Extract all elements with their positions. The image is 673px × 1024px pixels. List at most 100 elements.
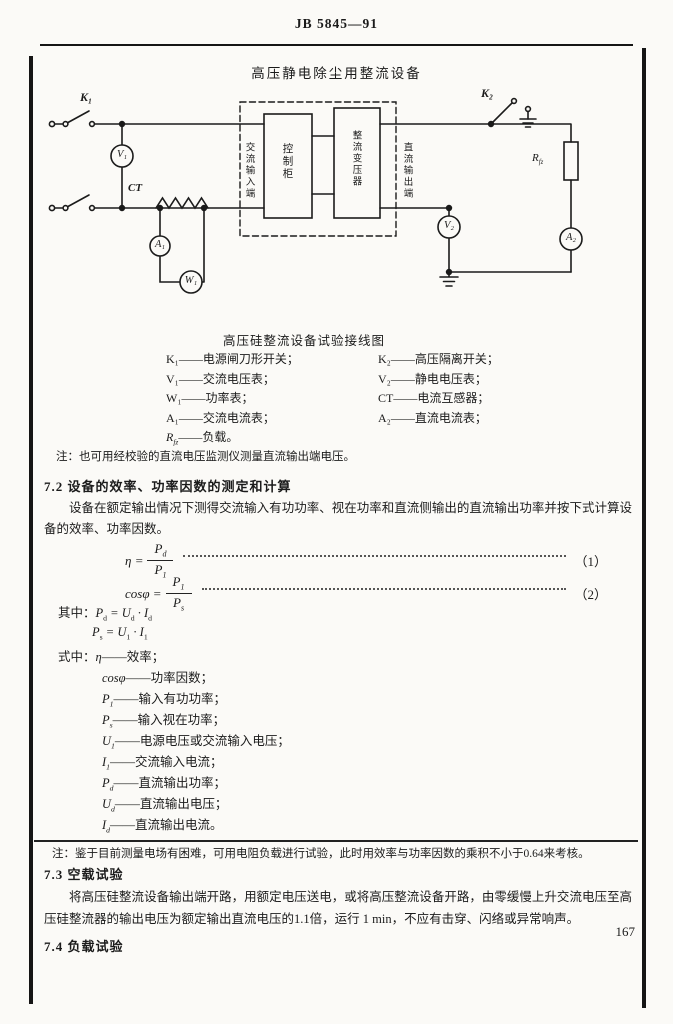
symbol-desc: ——功率因数； <box>125 671 214 685</box>
den-sub: s <box>180 603 185 613</box>
circuit-diagram-drawing <box>48 97 583 294</box>
section-7-2-body: 设备在额定输出情况下测得交流输入有功功率、视在功率和直流侧输出的直流输出功率并按… <box>44 501 632 536</box>
section-7-2-heading: 7.2 设备的效率、功率因数的测定和计算 <box>44 479 292 494</box>
definition-row: 式中：η——效率； <box>58 646 290 667</box>
dc-output-terminal-label: 直流输出端 <box>401 142 412 200</box>
formula-1-fraction: Pd P1 <box>147 541 174 580</box>
header-rule <box>40 44 633 46</box>
load-resistor-sub: fz <box>538 159 544 167</box>
standard-number: JB 5845—91 <box>294 16 379 31</box>
sym-sub: s <box>99 632 103 642</box>
formula-1: η = Pd P1 （1） <box>125 541 607 580</box>
diagram-legend: K₁——电源闸刀形开关； K₂——高压隔离开关； V₁——交流电压表；V₂——静电… <box>166 350 499 448</box>
symbol-base: I <box>102 755 107 769</box>
ammeter-a1-symbol <box>149 207 181 283</box>
formula-2-number: （2） <box>574 587 607 602</box>
k1-label: K₁ <box>80 90 93 104</box>
symbol: η <box>96 650 102 664</box>
load-resistor-label: Rfz <box>532 152 543 166</box>
formula-2-numerator: P1 <box>165 574 192 594</box>
definition-row: P1——输入有功功率； <box>102 688 290 709</box>
formula-1-number: （1） <box>574 554 607 569</box>
formula-1-numerator: Pd <box>147 541 174 561</box>
a1-meter-label: A₁ <box>154 239 166 250</box>
formula-block: η = Pd P1 （1） cosφ = P1 Ps （2） <box>125 541 607 613</box>
sym: = U <box>107 606 131 620</box>
symbol-definition-list: 式中：η——效率； cosφ——功率因数； P1——输入有功功率； Ps——输入… <box>58 646 290 835</box>
num-base: P <box>172 574 181 590</box>
sym: P <box>95 606 104 620</box>
definition-row: Ud——直流输出电压； <box>102 793 290 814</box>
formula-2: cosφ = P1 Ps （2） <box>125 574 607 613</box>
wattmeter-w1-symbol <box>179 207 205 294</box>
symbol-base: P <box>102 713 110 727</box>
where-prefix: 其中： <box>58 606 96 620</box>
isolator-k2-symbol <box>490 97 537 128</box>
sym-sub: 1 <box>143 632 148 642</box>
symbol-desc: ——效率； <box>101 650 165 664</box>
legend-entry: A₁——交流电流表； <box>166 410 275 425</box>
symbol: Ud <box>102 797 115 814</box>
symbol-desc: ——交流输入电流； <box>110 755 223 769</box>
definition-row: Ps——输入视在功率； <box>102 709 290 730</box>
legend-row: A₁——交流电流表； A₂——直流电流表； <box>166 409 499 429</box>
symbol-sub: d <box>109 783 114 793</box>
circuit-diagram: K₁ V₁ CT A₁ W₁ 交流输入端 控制柜 整流变压器 直流输出端 K₂ … <box>44 86 630 334</box>
load-resistor-symbol <box>563 141 579 181</box>
legend-entry: K₂——高压隔离开关； <box>378 352 499 366</box>
formula-2-denominator: Ps <box>166 594 192 613</box>
definition-row: Id——直流输出电流。 <box>102 814 290 835</box>
symbol-desc: ——输入视在功率； <box>112 713 226 727</box>
den-sub: 1 <box>162 570 167 580</box>
legend-entry: K₁——电源闸刀形开关； <box>166 352 299 366</box>
den-base: P <box>154 562 163 577</box>
num-sub: d <box>162 550 167 559</box>
symbol-desc: ——输入有功功率； <box>113 692 227 706</box>
symbol: I1 <box>102 755 110 772</box>
legend-row-load: Rfz——负载。 <box>166 428 499 448</box>
load-resistor-base: R <box>532 152 539 164</box>
legend-load-desc: ——负载。 <box>178 430 239 444</box>
ground-symbol <box>439 268 572 287</box>
ac-input-terminal-label: 交流输入端 <box>243 142 254 200</box>
left-page-border <box>29 56 33 1004</box>
dot-leader <box>201 587 567 590</box>
transformer-box <box>311 107 381 219</box>
section-7-3-body: 将高压硅整流设备输出端开路，用额定电压送电，或将高压整流设备开路，由零缓慢上升交… <box>44 890 632 926</box>
sym-sub: d <box>148 613 153 623</box>
num-sub: 1 <box>180 583 185 592</box>
k2-label: K₂ <box>481 86 494 100</box>
symbol-desc: ——直流输出电压； <box>114 797 228 811</box>
legend-row: V₁——交流电压表；V₂——静电电压表； <box>166 370 499 390</box>
section-7-4-heading: 7.4 负载试验 <box>44 939 124 954</box>
ct-label: CT <box>128 182 143 194</box>
page-number: 167 <box>615 924 636 939</box>
legend-entry: V₂——静电电压表； <box>378 371 487 386</box>
den-base: P <box>172 595 181 610</box>
sym: · I <box>130 625 144 639</box>
sym-sub: d <box>103 613 108 623</box>
symbol-base: U <box>102 734 112 748</box>
where-line-2: Ps = U1 · I1 <box>92 625 152 648</box>
symbol-base: cosφ <box>102 671 126 685</box>
legend-entry: CT——电流互感器； <box>378 391 490 405</box>
definition-row: Pd——直流输出功率； <box>102 772 290 793</box>
legend-entry: A₂——直流电流表； <box>378 410 487 425</box>
symbol-desc: ——电源电压或交流输入电压； <box>114 734 290 748</box>
definition-row: U1——电源电压或交流输入电压； <box>102 730 290 751</box>
symbol-sub: 1 <box>109 699 114 709</box>
definition-prefix: 式中： <box>58 650 96 664</box>
sym-sub: d <box>130 613 135 623</box>
symbol: cosφ <box>102 671 126 685</box>
symbol: P1 <box>102 692 114 709</box>
symbol-base: P <box>102 692 110 706</box>
ammeter-a2-symbol <box>559 179 583 273</box>
legend-row: K₁——电源闸刀形开关； K₂——高压隔离开关； <box>166 350 499 370</box>
diagram-caption: 高压硅整流设备试验接线图 <box>222 334 385 348</box>
transformer-label: 整流变压器 <box>350 130 361 188</box>
definition-row: I1——交流输入电流； <box>102 751 290 772</box>
symbol-base: U <box>102 797 112 811</box>
section-divider-rule <box>34 840 638 842</box>
right-page-border <box>642 48 646 1008</box>
